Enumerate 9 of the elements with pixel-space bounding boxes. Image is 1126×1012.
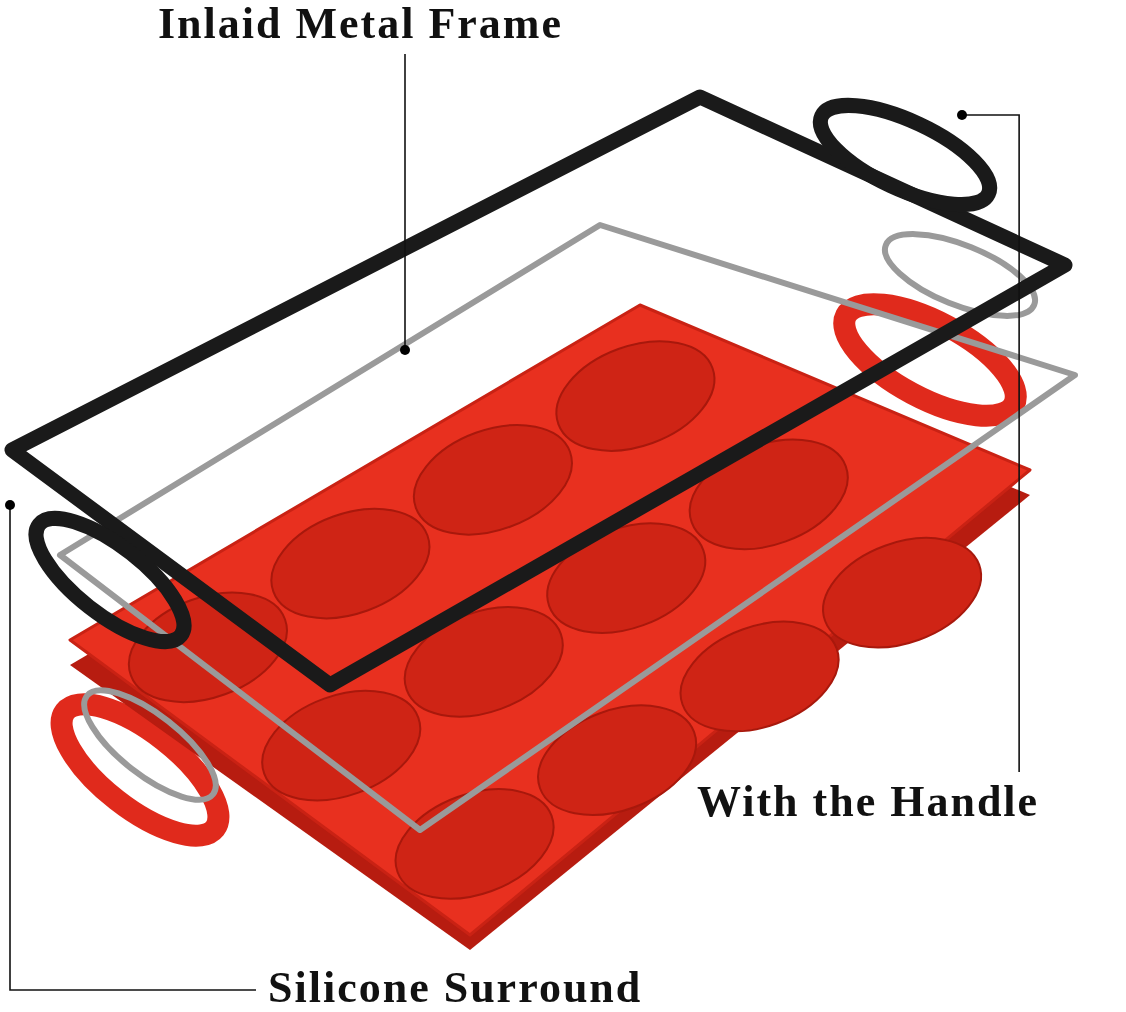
leader-line xyxy=(5,500,257,991)
silicone-frame-drawing xyxy=(4,89,1073,693)
part-label: Inlaid Metal Frame xyxy=(158,0,564,48)
leader-line xyxy=(957,110,1020,773)
part-label: With the Handle xyxy=(697,778,1040,826)
frame-handle-drawing xyxy=(812,97,998,213)
leader-line xyxy=(400,53,410,355)
part-label: Silicone Surround xyxy=(268,964,643,1012)
metal-frame-drawing xyxy=(57,222,1078,833)
